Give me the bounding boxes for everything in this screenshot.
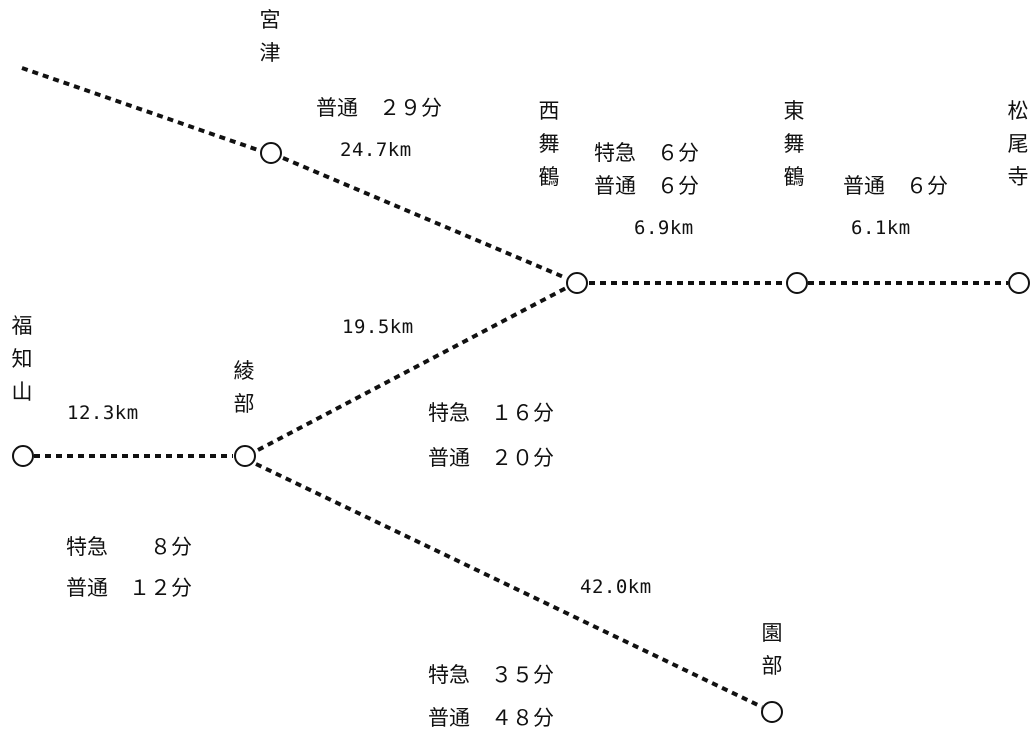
- station-marker-miyazu: [260, 142, 282, 164]
- line-ayabe-nishimaizuru: [257, 286, 567, 452]
- distance-ayabe-sonobe: 42.0km: [580, 576, 652, 598]
- station-label-matsunoodera: 松尾寺: [1007, 99, 1029, 189]
- tokkyu-time-ayabe-nishimaizuru: 特急 １６分: [428, 401, 554, 425]
- station-marker-ayabe: [234, 445, 256, 467]
- distance-fukuchiyama-ayabe: 12.3km: [67, 402, 139, 424]
- station-label-nishi-maizuru: 西舞鶴: [538, 99, 560, 189]
- station-label-sonobe: 園部: [761, 621, 783, 678]
- line-ayabe-sonobe: [255, 462, 763, 709]
- futsu-time-ayabe-nishimaizuru: 普通 ２０分: [428, 446, 554, 470]
- station-marker-nishi-maizuru: [566, 272, 588, 294]
- station-marker-matsunoodera: [1008, 272, 1030, 294]
- tokkyu-time-ayabe-sonobe: 特急 ３５分: [428, 663, 554, 687]
- distance-miyazu-nishimaizuru: 24.7km: [340, 139, 412, 161]
- station-label-miyazu: 宮津: [259, 8, 281, 65]
- line-miyazu-nishimaizuru: [282, 156, 567, 280]
- distance-ayabe-nishimaizuru: 19.5km: [342, 316, 414, 338]
- tokkyu-time-nishimaizuru-higashimaizuru: 特急 ６分: [594, 141, 699, 165]
- tokkyu-time-fukuchiyama-ayabe: 特急 ８分: [66, 535, 192, 559]
- station-marker-sonobe: [761, 701, 783, 723]
- futsu-time-higashimaizuru-matsunoodera: 普通 ６分: [843, 174, 948, 198]
- distance-higashimaizuru-matsunoodera: 6.1km: [851, 217, 911, 239]
- futsu-time-ayabe-sonobe: 普通 ４８分: [428, 706, 554, 730]
- station-label-fukuchiyama: 福知山: [11, 314, 33, 404]
- station-marker-fukuchiyama: [12, 445, 34, 467]
- distance-nishimaizuru-higashimaizuru: 6.9km: [634, 217, 694, 239]
- station-label-higashi-maizuru: 東舞鶴: [783, 99, 805, 189]
- futsu-time-nishimaizuru-higashimaizuru: 普通 ６分: [594, 174, 699, 198]
- futsu-time-fukuchiyama-ayabe: 普通 １２分: [66, 576, 192, 600]
- futsu-time-miyazu-nishimaizuru: 普通 ２９分: [316, 96, 442, 120]
- station-label-ayabe: 綾部: [233, 359, 255, 416]
- station-marker-higashi-maizuru: [786, 272, 808, 294]
- line-offmap-miyazu: [21, 66, 259, 152]
